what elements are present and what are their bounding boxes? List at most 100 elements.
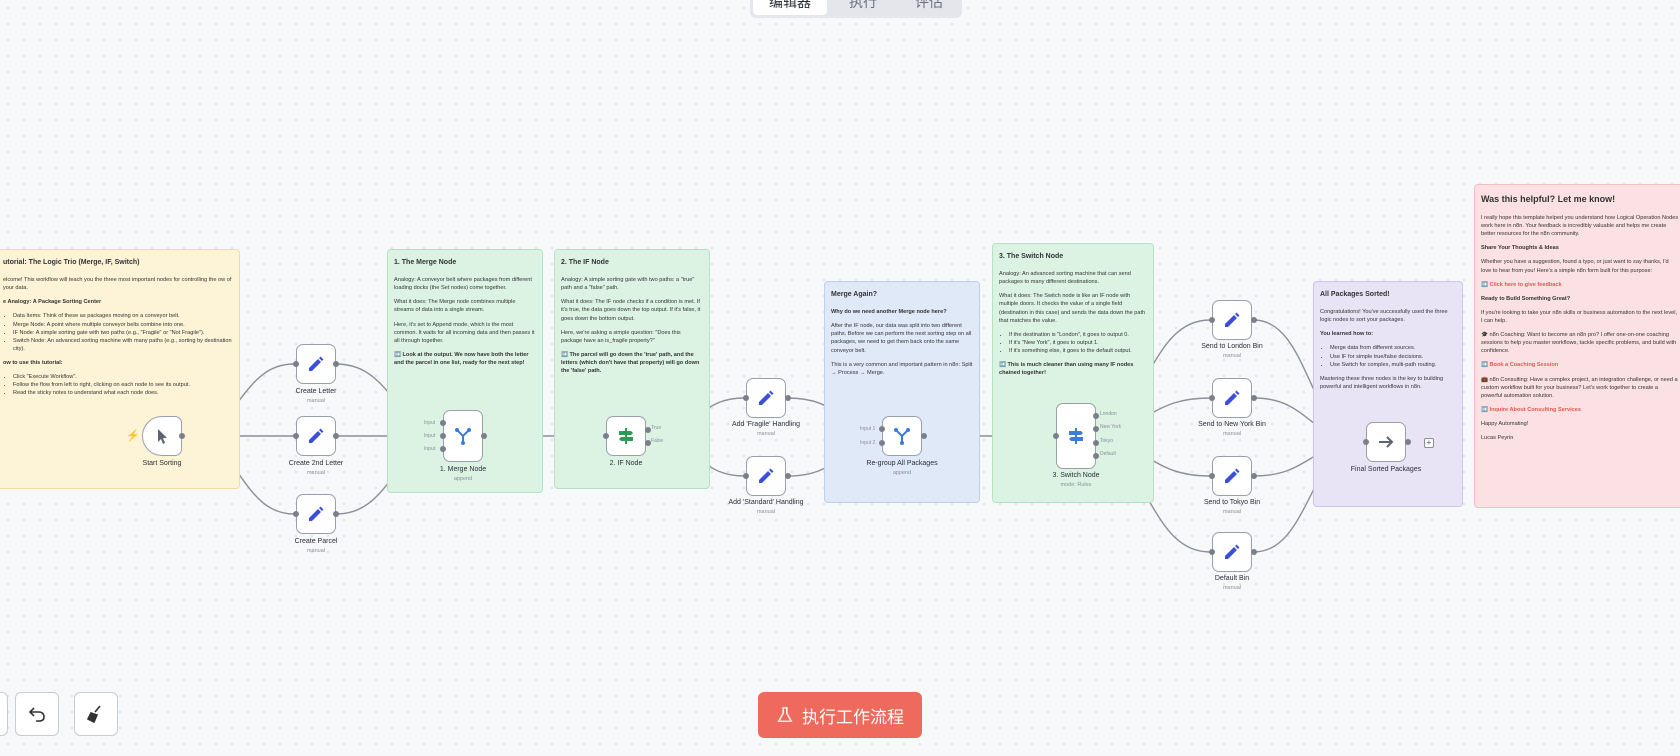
undo-button[interactable] <box>15 692 59 736</box>
output-port[interactable] <box>333 361 339 367</box>
output-port-newyork[interactable] <box>1093 426 1099 432</box>
input-port[interactable] <box>293 361 299 367</box>
node-label: Start Sorting <box>142 460 182 467</box>
note-title: Was this helpful? Let me know! <box>1481 194 1616 204</box>
feedback-link[interactable]: ➡️ Click here to give feedback <box>1481 281 1562 288</box>
tidy-up-button[interactable] <box>74 692 118 736</box>
node-london-bin[interactable] <box>1212 300 1252 340</box>
output-port-false[interactable] <box>645 440 651 446</box>
note-text: Lucas Peyrin <box>1481 435 1514 442</box>
pencil-icon <box>309 428 324 443</box>
output-port[interactable] <box>333 511 339 517</box>
input-port[interactable] <box>1053 433 1059 439</box>
input-port[interactable] <box>293 433 299 439</box>
port-label: False <box>651 438 664 444</box>
note-text: Happy Automating! <box>1481 421 1529 428</box>
node-create-letter[interactable] <box>296 344 336 384</box>
output-port[interactable] <box>1405 439 1411 445</box>
pencil-icon <box>759 468 774 483</box>
tab-evaluations[interactable]: 评估 <box>915 0 943 10</box>
output-port[interactable] <box>785 473 791 479</box>
tab-executions[interactable]: 执行 <box>849 0 877 10</box>
add-node-plus-icon[interactable]: + <box>1424 438 1434 448</box>
node-subtitle: manual <box>306 470 326 476</box>
input-port[interactable] <box>743 473 749 479</box>
output-port[interactable] <box>1251 473 1257 479</box>
input-port[interactable] <box>1209 473 1215 479</box>
node-label: 3. Switch Node <box>1052 472 1100 479</box>
output-port-london[interactable] <box>1093 413 1099 419</box>
list-item: Use IF for simple true/false decisions. <box>1330 353 1456 361</box>
node-fragile-handling[interactable] <box>746 378 786 418</box>
note-steps: Click "Execute Workflow". Follow the flo… <box>3 373 233 397</box>
sticky-note-sorted[interactable]: All Packages Sorted! Congratulations! Yo… <box>1313 281 1463 507</box>
node-merge[interactable] <box>443 410 483 462</box>
output-port[interactable] <box>1251 395 1257 401</box>
list-item: Switch Node: An advanced sorting machine… <box>13 337 233 353</box>
output-port[interactable] <box>333 433 339 439</box>
note-text: Analogy: An advanced sorting machine tha… <box>999 271 1131 286</box>
tab-editor[interactable]: 编辑器 <box>753 0 827 15</box>
input-port[interactable] <box>1363 439 1369 445</box>
note-heading: ow to use this tutorial: <box>3 360 63 367</box>
output-port-true[interactable] <box>645 427 651 433</box>
node-newyork-bin[interactable] <box>1212 378 1252 418</box>
output-port[interactable] <box>1251 549 1257 555</box>
coaching-link[interactable]: ➡️ Book a Coaching Session <box>1481 362 1559 369</box>
note-text: Analogy: A conveyor belt where packages … <box>394 277 532 292</box>
node-default-bin[interactable] <box>1212 532 1252 572</box>
consulting-link[interactable]: ➡️ Inquire About Consulting Services <box>1481 406 1581 413</box>
input-port[interactable] <box>440 446 446 452</box>
input-port[interactable] <box>293 511 299 517</box>
input-port[interactable] <box>879 426 885 432</box>
node-start-sorting[interactable] <box>142 416 182 456</box>
node-regroup[interactable] <box>882 416 922 456</box>
output-port[interactable] <box>921 433 927 439</box>
note-text: You learned how to: <box>1320 331 1374 338</box>
input-port[interactable] <box>1209 317 1215 323</box>
cursor-icon <box>158 429 167 444</box>
sticky-note-intro[interactable]: utorial: The Logic Trio (Merge, IF, Swit… <box>0 249 240 489</box>
node-if[interactable] <box>606 416 646 456</box>
input-port[interactable] <box>440 420 446 426</box>
list-item: Use Switch for complex, multi-path routi… <box>1330 361 1456 369</box>
input-port[interactable] <box>743 395 749 401</box>
input-port[interactable] <box>440 433 446 439</box>
node-tokyo-bin[interactable] <box>1212 456 1252 496</box>
node-label: 2. IF Node <box>609 460 643 467</box>
output-port[interactable] <box>481 433 487 439</box>
node-switch[interactable] <box>1056 403 1096 469</box>
port-label: Input 1 <box>860 426 876 432</box>
node-final-sorted[interactable] <box>1366 422 1406 462</box>
input-port[interactable] <box>1209 549 1215 555</box>
node-standard-handling[interactable] <box>746 456 786 496</box>
note-title: All Packages Sorted! <box>1320 291 1390 298</box>
sticky-note-feedback[interactable]: Was this helpful? Let me know! I really … <box>1474 184 1680 508</box>
output-port[interactable] <box>179 433 185 439</box>
output-port[interactable] <box>785 395 791 401</box>
node-subtitle: manual <box>1222 353 1242 359</box>
input-port[interactable] <box>879 440 885 446</box>
note-text: I really hope this template helped you u… <box>1481 215 1679 238</box>
sticky-note-regroup[interactable]: Merge Again? Why do we need another Merg… <box>824 281 980 503</box>
input-port[interactable] <box>603 433 609 439</box>
node-create-parcel[interactable] <box>296 494 336 534</box>
broom-icon <box>86 705 101 724</box>
list-item: Merge Node: A point where multiple conve… <box>13 321 233 329</box>
output-port-default[interactable] <box>1093 453 1099 459</box>
note-text: 💼 n8n Consulting: Have a complex project… <box>1481 376 1678 399</box>
input-port[interactable] <box>1209 395 1215 401</box>
note-text: Here, we're asking a simple question: "D… <box>561 329 681 344</box>
note-heading: e Analogy: A Package Sorting Center <box>3 299 102 306</box>
note-title: 3. The Switch Node <box>999 253 1064 260</box>
output-port-tokyo[interactable] <box>1093 440 1099 446</box>
execute-workflow-button[interactable]: 执行工作流程 <box>758 692 922 738</box>
note-text: After the IF node, our data was split in… <box>831 323 972 354</box>
note-heading: Ready to Build Something Great? <box>1481 295 1571 302</box>
port-label: Input 2 <box>860 440 876 446</box>
partial-control-button[interactable] <box>0 692 8 736</box>
node-create-2nd-letter[interactable] <box>296 416 336 456</box>
node-subtitle: mode: Rules <box>1060 482 1092 488</box>
pencil-icon <box>309 356 324 371</box>
output-port[interactable] <box>1251 317 1257 323</box>
